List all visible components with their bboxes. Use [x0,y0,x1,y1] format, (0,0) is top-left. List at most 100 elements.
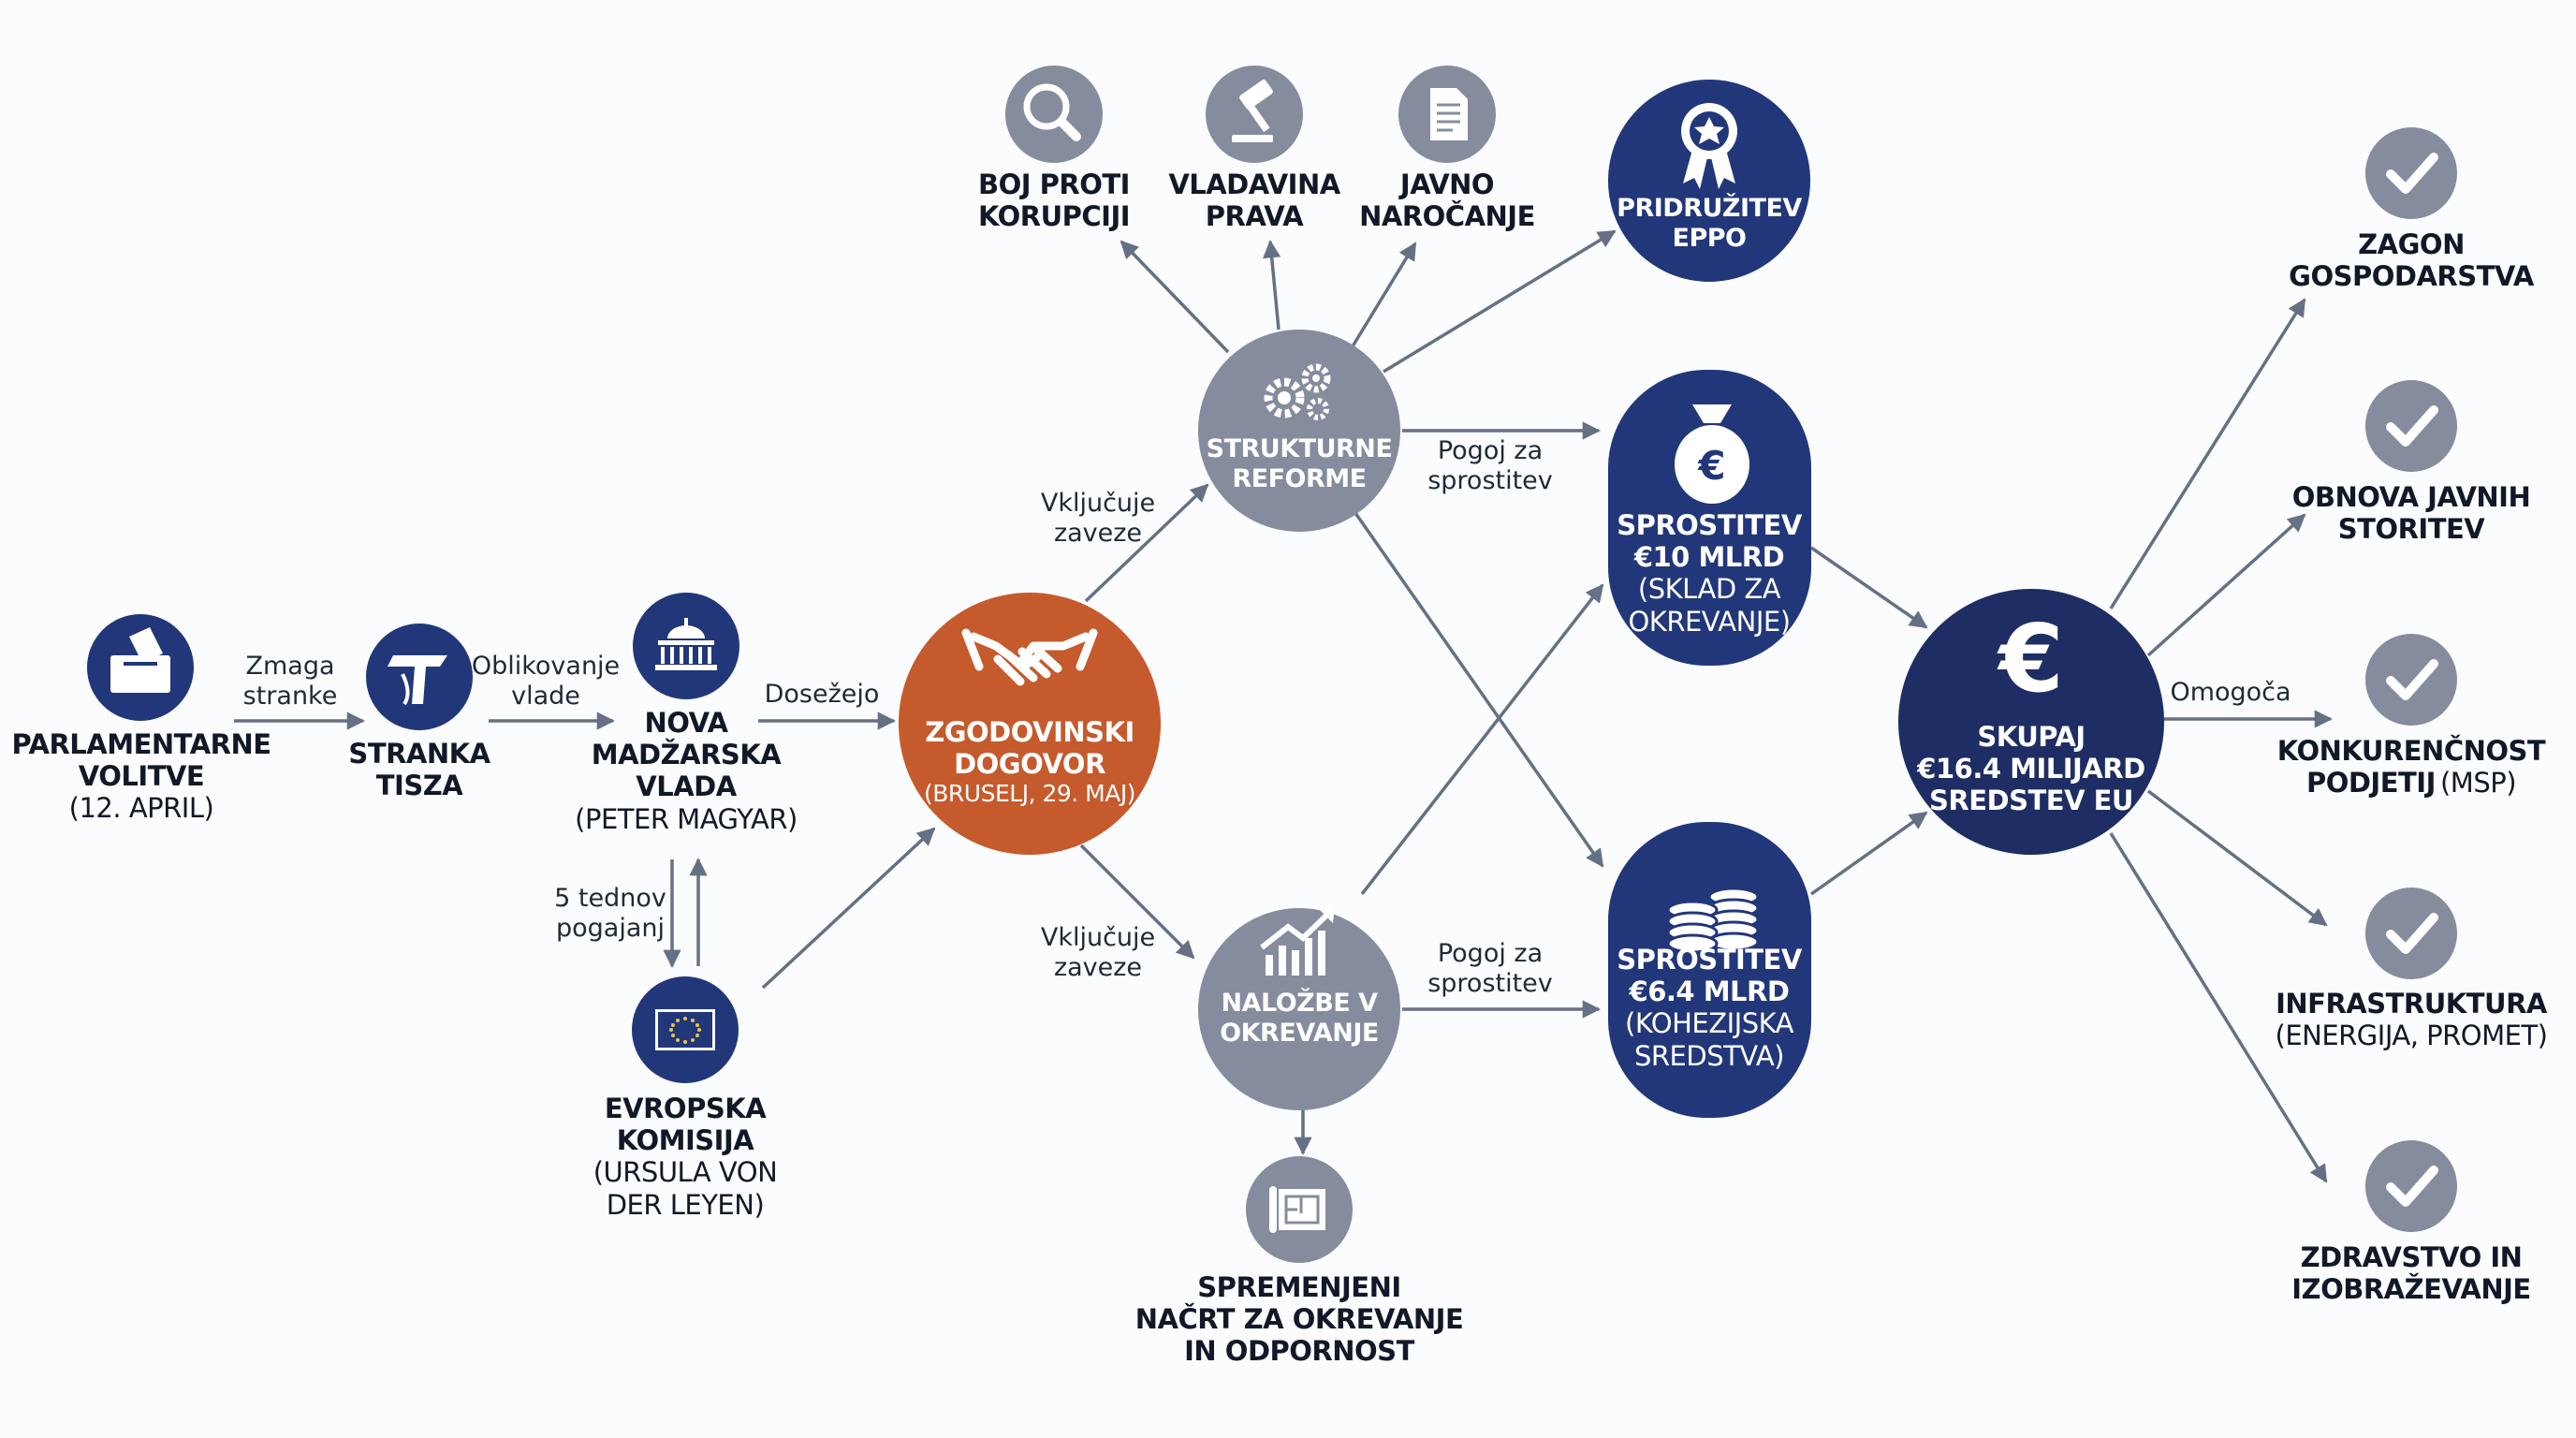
checkmarks [2386,153,2438,1207]
node-volitve-label: PARLAMENTARNE VOLITVE (12. APRIL) [11,728,271,825]
arrow-skupaj-zdravstvo [2109,832,2328,1183]
checkmark-icon [2386,913,2438,954]
arrow-reforme-vladavina [1263,240,1281,330]
award-ribbon-icon [1681,103,1737,189]
document-icon [1430,88,1468,140]
node-nacrt-label: SPREMENJENI NAČRT ZA OKREVANJE IN ODPORN… [1135,1271,1464,1368]
node-eppo-circle [1608,80,1810,282]
node-tisza-title-1: STRANKA [348,738,490,770]
outcome-3-circle [2365,634,2457,726]
edge-label-oblikovanje-2: vlade [511,682,580,712]
node-eppo-title-1: PRIDRUŽITEV [1617,194,1802,223]
node-vlada-title-2: MADŽARSKA [591,739,782,771]
edge-label-pogoj-bottom: Pogoj za sprostitev [1427,939,1553,1000]
outcome-3-label: KONKURENČNOST PODJETIJ (MSP) [2276,735,2546,800]
node-skupaj-text: SKUPAJ €16.4 MILIJARD SREDSTEV EU [1917,721,2145,817]
edge-label-vkljucuje-bottom-1: Vključuje [1040,923,1156,952]
gavel-icon [1232,80,1273,142]
node-komisija-sub-2: DER LEYEN) [606,1188,765,1221]
outcome-5-circle [2365,1140,2457,1232]
node-komisija-title-1: EVROPSKA [604,1093,767,1124]
edge-label-oblikovanje: Oblikovanje vlade [472,652,620,712]
node-sprostitev10-shape [1608,370,1811,666]
node-vlada-sub: (PETER MAGYAR) [575,802,798,835]
edge-label-oblikovanje-1: Oblikovanje [471,652,621,681]
outcome-4-label: INFRASTRUKTURA (ENERGIJA, PROMET) [2276,988,2548,1051]
outcome-1-label: ZAGON GOSPODARSTVA [2289,228,2534,292]
outcome-1-title-1: ZAGON [2358,228,2465,260]
edge-label-tednov-2: pogajanj [555,914,665,944]
edge-label-vkljucuje-top-2: zaveze [1053,519,1143,549]
node-eppo-text: PRIDRUŽITEV EPPO [1617,194,1802,254]
arrow-dogovor-reforme [1084,483,1209,603]
node-korupcija-title-2: KORUPCIJI [977,200,1131,233]
outcome-2-circle [2365,380,2457,472]
node-volitve-title-1: PARLAMENTARNE [11,728,271,760]
node-vlada-label: NOVA MADŽARSKA VLADA (PETER MAGYAR) [575,707,798,835]
euro-sign-icon: € [1997,604,2064,713]
svg-text:€: € [1997,604,2064,713]
outcome-3-title-2: PODJETIJ [2305,767,2436,800]
node-korupcija-circle [1005,66,1103,163]
node-nacrt-title-3: IN ODPORNOST [1184,1335,1414,1368]
arrow-skupaj-obnova [2146,513,2306,657]
node-sprostitev10-title-1: SPROSTITEV [1617,509,1802,541]
edge-label-pogoj-top: Pogoj za sprostitev [1427,436,1553,497]
svg-text:€: € [1697,443,1725,489]
node-dogovor-title-2: DOGOVOR [954,748,1105,781]
node-nalozbe-text: NALOŽBE V OKREVANJE [1220,989,1379,1049]
outcome-2-title-1: OBNOVA JAVNIH [2291,481,2531,513]
node-sprostitev64-text: SPROSTITEV €6.4 MLRD (KOHEZIJSKA SREDSTV… [1617,944,1802,1072]
gears-icon [1264,363,1331,420]
edge-label-vkljucuje-top-1: Vključuje [1040,489,1156,518]
outcome-4-title-1: INFRASTRUKTURA [2276,988,2547,1020]
arrow-komisija-dogovor [761,827,936,990]
node-sprostitev64-title-1: SPROSTITEV [1617,944,1802,976]
node-korupcija-label: BOJ PROTI KORUPCIJI [977,169,1131,233]
outcome-5-label: ZDRAVSTVO IN IZOBRAŽEVANJE [2291,1241,2531,1305]
edge-label-pogoj-top-1: Pogoj za [1437,436,1544,465]
node-dogovor-sub: (BRUSELJ, 29. MAJ) [924,780,1135,808]
node-sprostitev10-text: SPROSTITEV €10 MLRD (SKLAD ZA OKREVANJE) [1617,509,1802,638]
edge-label-tednov: 5 tednov pogajanj [554,884,666,945]
node-reforme-text: STRUKTURNE REFORME [1207,434,1393,494]
node-sprostitev64-title-2: €6.4 MLRD [1629,976,1790,1008]
edge-label-dosezejo: Dosežejo [765,680,880,710]
node-nalozbe-title-2: OKREVANJE [1220,1018,1379,1048]
arrow-sprostitev64-skupaj [1809,811,1928,896]
node-narocanje-label: JAVNO NAROČANJE [1359,169,1535,232]
arrow-reforme-narocanje [1351,242,1417,347]
node-volitve-sub: (12. APRIL) [68,792,214,825]
node-vladavina-title-1: VLADAVINA [1168,169,1340,200]
edge-label-vkljucuje-bottom-2: zaveze [1053,953,1143,983]
outcome-3-title-1: KONKURENČNOST [2276,735,2546,767]
node-sprostitev10-title-2: €10 MLRD [1633,541,1785,574]
node-sprostitev10-sub-2: OKREVANJE) [1628,605,1791,638]
node-sprostitev64-sub-1: (KOHEZIJSKA [1625,1007,1793,1040]
node-dogovor-circle [899,593,1161,855]
edge-label-vkljucuje-bottom: Vključuje zaveze [1041,923,1155,984]
node-tisza-title-2: TISZA [375,770,463,802]
outcome-1-title-2: GOSPODARSTVA [2289,260,2534,293]
node-komisija-sub-1: (URSULA VON [593,1156,778,1189]
node-komisija-label: EVROPSKA KOMISIJA (URSULA VON DER LEYEN) [593,1093,778,1221]
node-nacrt-title-1: SPREMENJENI [1197,1271,1401,1303]
ballot-box-icon [110,627,170,693]
node-sprostitev64-sub-2: SREDSTVA) [1634,1039,1784,1072]
node-nalozbe-title-1: NALOŽBE V [1221,989,1378,1018]
handshake-icon [961,628,1098,686]
node-shapes [87,66,2457,1263]
arrow-reforme-eppo [1383,229,1617,374]
edge-label-pogoj-top-2: sprostitev [1427,466,1553,496]
node-komisija-title-2: KOMISIJA [616,1124,754,1157]
arrow-skupaj-zagon [2109,298,2306,609]
eu-flag-icon [655,1009,715,1050]
outcome-2-label: OBNOVA JAVNIH STORITEV [2291,481,2531,545]
checkmark-icon [2386,405,2438,447]
node-nalozbe-circle [1198,908,1400,1110]
arrows [234,229,2333,1183]
edge-label-zmaga-2: stranke [242,682,338,712]
edge-label-tednov-1: 5 tednov [554,884,666,913]
money-bag-euro-icon: € [1675,404,1749,504]
outcome-3-sub: (MSP) [2439,767,2517,800]
